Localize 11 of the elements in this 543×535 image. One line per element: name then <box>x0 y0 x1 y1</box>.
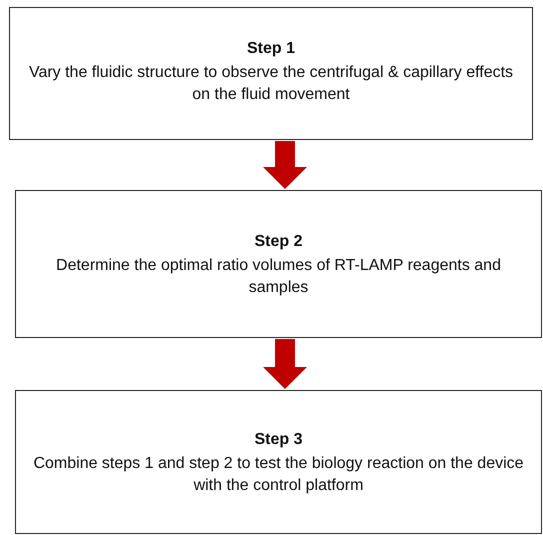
step-box <box>15 390 542 534</box>
step-box <box>15 190 542 338</box>
step-heading: Step 2 <box>254 233 302 251</box>
step-description: Vary the fluidic structure to observe the centrifugal & capillary effects on the fluid movement <box>28 63 514 105</box>
arrow <box>263 141 307 189</box>
step-heading: Step 3 <box>254 431 302 449</box>
arrow <box>263 339 307 389</box>
step-heading: Step 1 <box>246 40 295 58</box>
step-description: Determine the optimal ratio volumes of RT-LAMP reagents and samples <box>55 256 502 298</box>
step-box <box>9 7 533 140</box>
step-description: Combine steps 1 and step 2 to test the biology reaction on the device with the control platform <box>32 454 525 496</box>
